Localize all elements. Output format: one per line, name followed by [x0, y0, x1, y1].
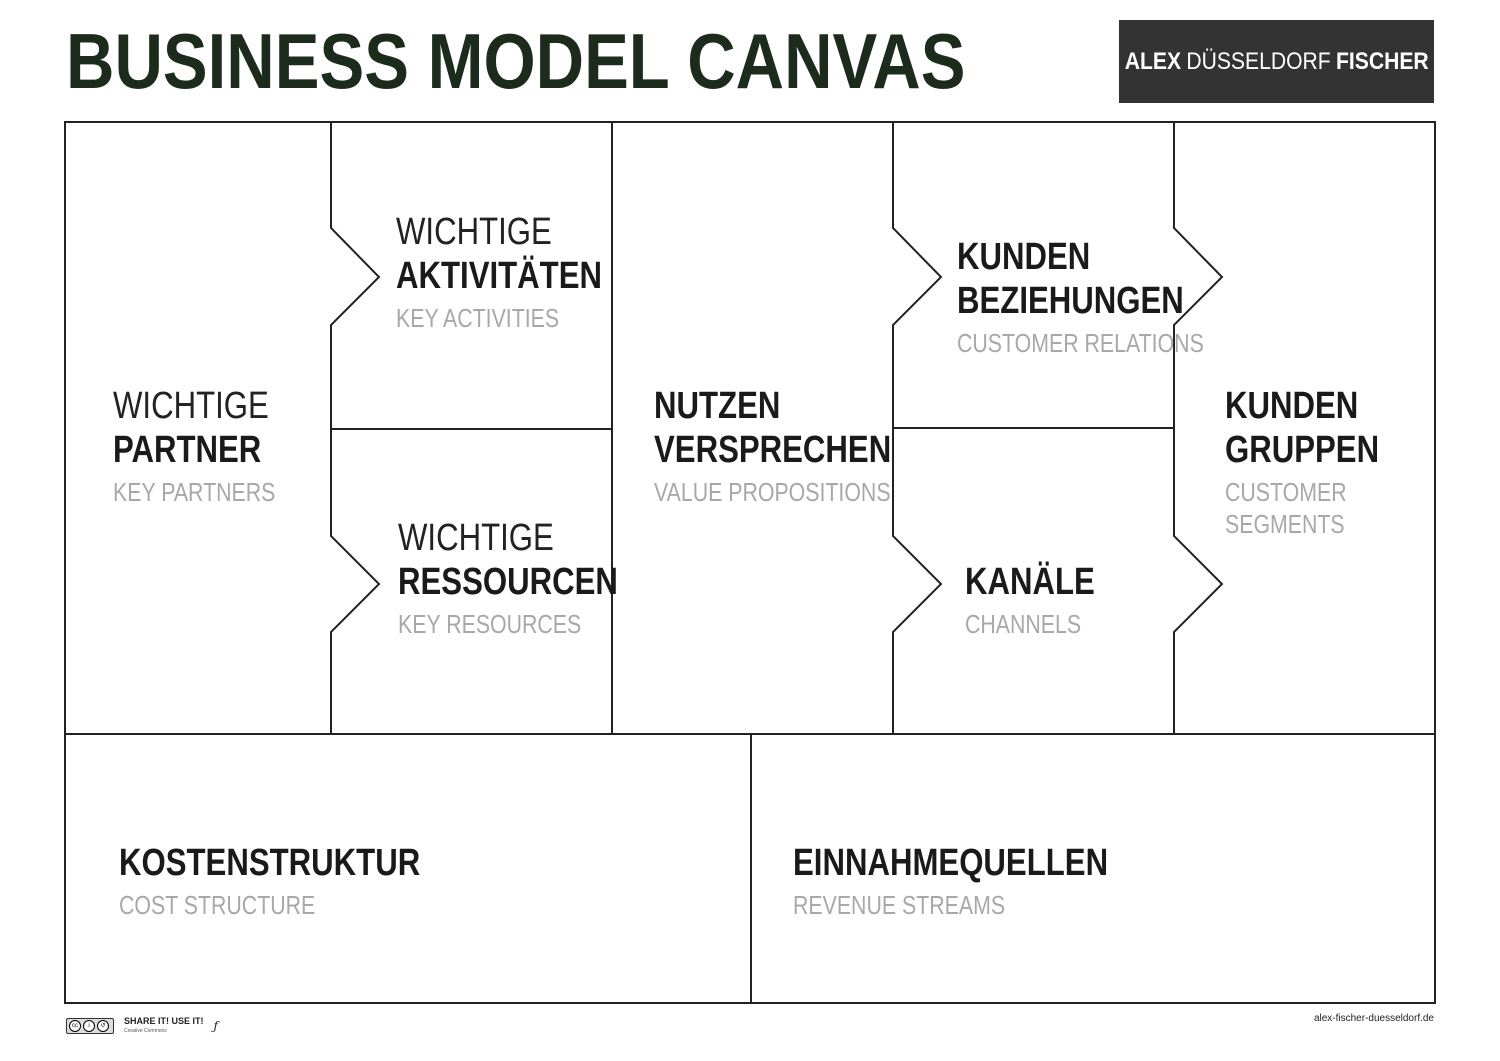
channels-heading: KANÄLE	[965, 561, 1095, 603]
value-propositions-heading-1: NUTZEN	[654, 385, 781, 427]
key-resources-block: WICHTIGE RESSOURCEN KEY RESOURCES	[398, 516, 666, 640]
key-partners-block: WICHTIGE PARTNER KEY PARTNERS	[113, 384, 311, 508]
customer-segments-sub-2: SEGMENTS	[1225, 509, 1345, 539]
key-activities-sub: KEY ACTIVITIES	[396, 303, 560, 333]
partners-activities-divider	[330, 122, 381, 734]
brand-first-name: ALEX	[1124, 47, 1181, 75]
customer-segments-sub-1: CUSTOMER	[1225, 477, 1347, 507]
brand-city: DÜSSELDORF	[1186, 47, 1331, 75]
key-activities-block: WICHTIGE AKTIVITÄTEN KEY ACTIVITIES	[396, 210, 647, 334]
key-activities-prefix: WICHTIGE	[396, 211, 552, 253]
value-relations-divider	[892, 122, 943, 734]
key-resources-prefix: WICHTIGE	[398, 517, 554, 559]
customer-relations-heading-1: KUNDEN	[957, 236, 1091, 278]
customer-relations-block: KUNDEN BEZIEHUNGEN CUSTOMER RELATIONS	[957, 235, 1258, 359]
key-resources-sub: KEY RESOURCES	[398, 609, 582, 639]
channels-sub: CHANNELS	[965, 609, 1082, 639]
channels-segments-divider	[1173, 122, 1224, 734]
value-propositions-block: NUTZEN VERSPRECHEN VALUE PROPOSITIONS	[654, 384, 943, 508]
footer-website[interactable]: alex-fischer-duesseldorf.de	[1313, 1013, 1434, 1024]
customer-segments-block: KUNDEN GRUPPEN CUSTOMER SEGMENTS	[1225, 384, 1413, 540]
share-small-label: Creative Commons	[124, 1028, 167, 1034]
key-partners-sub: KEY PARTNERS	[113, 477, 276, 507]
revenue-streams-heading: EINNAHMEQUELLEN	[793, 842, 1109, 884]
customer-relations-sub: CUSTOMER RELATIONS	[957, 328, 1204, 358]
signature-f-icon: ƒ	[213, 1019, 218, 1033]
value-propositions-sub: VALUE PROPOSITIONS	[654, 477, 891, 507]
cost-structure-sub: COST STRUCTURE	[119, 890, 316, 920]
revenue-streams-block: EINNAHMEQUELLEN REVENUE STREAMS	[793, 841, 1177, 921]
key-resources-heading: RESSOURCEN	[398, 561, 618, 603]
brand-last-name: FISCHER	[1335, 47, 1429, 75]
value-propositions-heading-2: VERSPRECHEN	[654, 429, 892, 471]
brand-logo-box: ALEX DÜSSELDORF FISCHER	[1119, 20, 1434, 103]
page-title: BUSINESS MODEL CANVAS	[66, 17, 966, 105]
key-activities-heading: AKTIVITÄTEN	[396, 255, 602, 297]
share-text: SHARE IT! USE IT! Creative Commons	[124, 1016, 204, 1036]
cost-structure-heading: KOSTENSTRUKTUR	[119, 842, 421, 884]
key-partners-prefix: WICHTIGE	[113, 385, 269, 427]
cost-structure-block: KOSTENSTRUKTUR COST STRUCTURE	[119, 841, 486, 921]
channels-block: KANÄLE CHANNELS	[965, 560, 1123, 640]
key-partners-heading: PARTNER	[113, 429, 262, 471]
customer-relations-heading-2: BEZIEHUNGEN	[957, 280, 1184, 322]
customer-segments-heading-2: GRUPPEN	[1225, 429, 1380, 471]
customer-segments-heading-1: KUNDEN	[1225, 385, 1359, 427]
revenue-streams-sub: REVENUE STREAMS	[793, 890, 1006, 920]
share-label: SHARE IT! USE IT!	[124, 1016, 204, 1026]
